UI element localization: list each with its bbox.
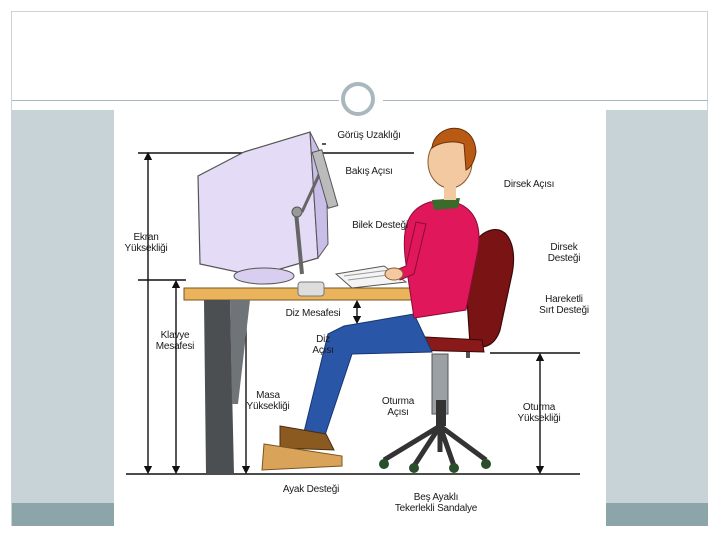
label-bilek-destegi: Bilek Desteği — [340, 220, 420, 231]
dimension-lines — [126, 144, 580, 474]
label-diz-mesafesi: Diz Mesafesi — [274, 308, 352, 319]
ergonomic-posture-illustration: Görüş Uzaklığı Bakış Açısı Dirsek Açısı … — [114, 104, 606, 526]
circle-ornament-icon — [341, 82, 375, 116]
title-divider-right — [383, 100, 708, 101]
label-dirsek-destegi: Dirsek Desteği — [534, 242, 594, 264]
label-hareketli-sirt-destegi: Hareketli Sırt Desteği — [524, 294, 604, 316]
label-dirsek-acisi: Dirsek Açısı — [492, 179, 566, 190]
left-side-band — [12, 110, 114, 526]
monitor — [198, 132, 338, 296]
label-masa-yuksekligi: Masa Yüksekliği — [236, 390, 300, 412]
label-ayak-destegi: Ayak Desteği — [270, 484, 352, 495]
label-oturma-yuksekligi: Oturma Yüksekliği — [504, 402, 574, 424]
label-klavye-mesafesi: Klavye Mesafesi — [144, 330, 206, 352]
label-gorus-uzakligi: Görüş Uzaklığı — [326, 130, 412, 141]
label-diz-acisi: Diz Açısı — [304, 334, 342, 356]
title-divider-left — [12, 100, 339, 101]
label-ekran-yuksekligi: Ekran Yüksekliği — [114, 232, 178, 254]
label-bakis-acisi: Bakış Açısı — [336, 166, 402, 177]
right-side-band — [606, 110, 708, 526]
label-oturma-acisi: Oturma Açısı — [370, 396, 426, 418]
label-bes-ayakli-sandalye: Beş Ayaklı Tekerlekli Sandalye — [376, 492, 496, 514]
